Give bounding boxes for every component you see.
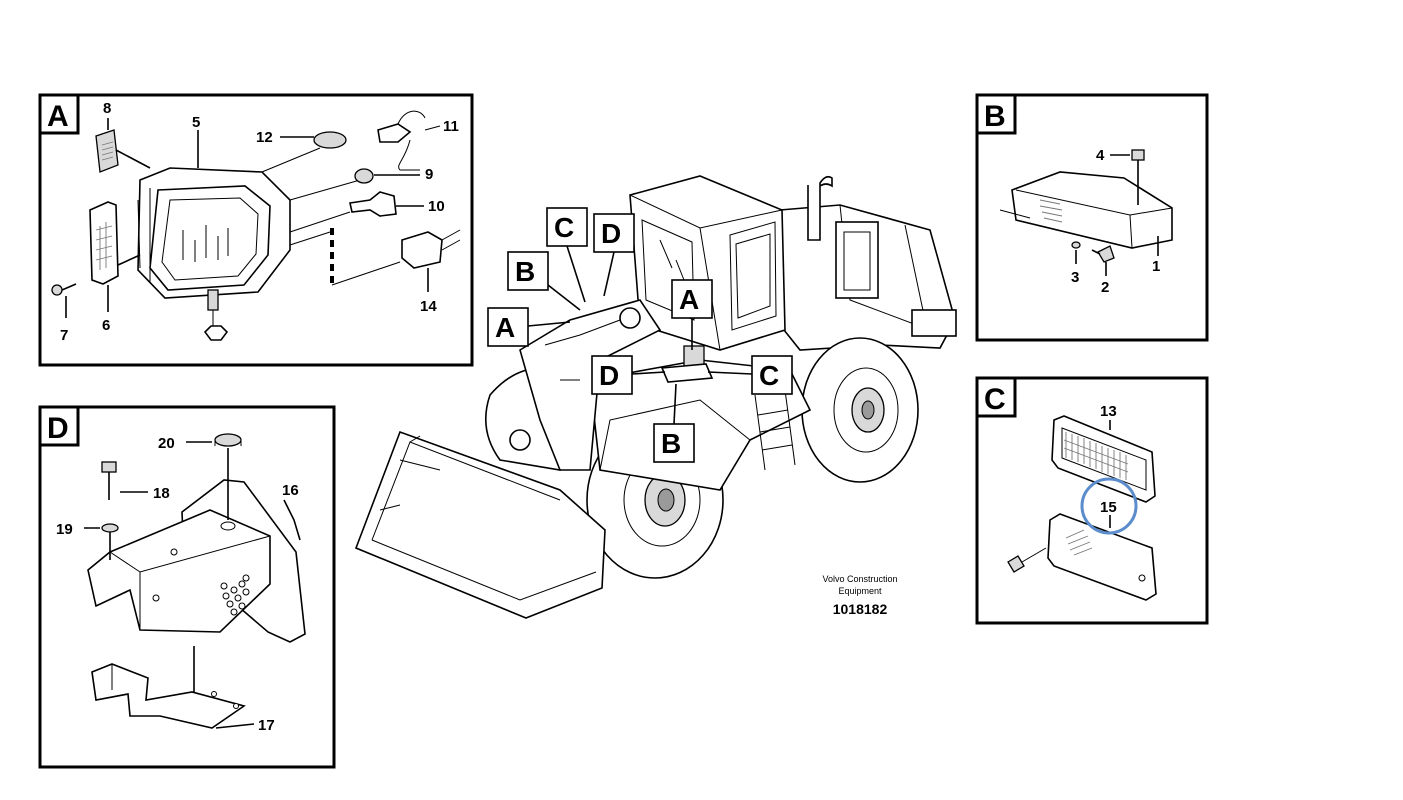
part-12-label: 12 (256, 129, 273, 146)
part-15-reflector (1047, 513, 1157, 601)
panel-d: D 16 20 18 19 (38, 405, 336, 769)
part-9-bulb (354, 168, 374, 184)
callout-box-c-lower (751, 355, 793, 395)
part-20-label: 20 (158, 435, 175, 452)
part-8-shape (95, 129, 119, 173)
part-11-label: 10 (428, 198, 445, 215)
part-10-label: 11 (443, 118, 459, 135)
panel-c-letter: C (984, 383, 1006, 416)
panel-c-label-box (975, 376, 1017, 418)
part-14-connector (401, 231, 443, 269)
callout-box-c-upper (546, 207, 588, 247)
part-screw-c (1007, 555, 1025, 573)
callout-b-upper: B (515, 256, 535, 287)
part-3-washer (1071, 241, 1081, 249)
callout-box-d-upper (593, 213, 635, 253)
panel-a-letter: A (47, 100, 69, 133)
part-1-label: 1 (1152, 258, 1160, 275)
part-5-label: 5 (192, 114, 200, 131)
part-6-label: 6 (102, 317, 110, 334)
part-14-label: 14 (420, 298, 437, 315)
part-17-bracket (91, 663, 246, 729)
panel-a-label-box (38, 93, 80, 135)
part-8-label: 8 (103, 100, 111, 117)
panel-b: B 4 1 2 3 (975, 93, 1209, 342)
part-4-nut (1131, 149, 1145, 161)
callout-box-b-upper (507, 251, 549, 291)
part-19-washer (101, 523, 119, 533)
bracket-shape (1011, 171, 1173, 249)
part-7-label: 7 (60, 327, 68, 344)
document-number: 1018182 (833, 601, 888, 617)
callout-a-upper: A (495, 312, 515, 343)
callout-a-lower: A (679, 284, 699, 315)
part-2-label: 2 (1101, 279, 1109, 296)
panel-c-frame (975, 376, 1209, 625)
caption-line-1: Volvo Construction (822, 574, 897, 584)
callout-box-a-upper (487, 307, 529, 347)
callout-box-b-lower (653, 423, 695, 463)
part-9-label: 9 (425, 166, 433, 183)
panel-d-label-box (38, 405, 80, 447)
part-15-label: 15 (1100, 499, 1117, 516)
callout-box-d-lower (591, 355, 633, 395)
caption: Volvo Construction Equipment 1018182 (822, 574, 897, 617)
wheel-loader-illustration (354, 175, 957, 619)
part-3-label: 3 (1071, 269, 1079, 286)
part-2-bolt (1097, 245, 1115, 263)
part-18-bolt (101, 461, 117, 473)
part-12-bulb (313, 131, 347, 149)
part-6-shape (89, 201, 119, 285)
callout-d-upper: D (601, 218, 621, 249)
part-16-label: 16 (282, 482, 299, 499)
callout-tags: A B C D A D C B (487, 207, 793, 463)
part-11-bulb (349, 191, 397, 217)
part-20-grommet (214, 433, 242, 447)
rear-wheel (801, 337, 919, 483)
part-18-label: 18 (153, 485, 170, 502)
part-19-label: 19 (56, 521, 73, 538)
panel-b-frame (975, 93, 1209, 342)
part-17-label: 17 (258, 717, 275, 734)
callout-c-lower: C (759, 360, 779, 391)
panel-b-label-box (975, 93, 1017, 135)
cover-box (87, 509, 271, 633)
panel-a: A 8 6 7 5 12 (38, 93, 474, 367)
panel-a-frame (38, 93, 474, 367)
panel-d-letter: D (47, 412, 69, 445)
vent-holes (220, 574, 250, 616)
work-light-housing (137, 167, 291, 341)
panel-b-letter: B (984, 100, 1006, 133)
callout-b-lower: B (661, 428, 681, 459)
part-13-reflector (1051, 415, 1156, 503)
callout-box-a-lower (671, 279, 713, 319)
panel-d-frame (38, 405, 336, 769)
part-15-highlight-ring (1080, 477, 1138, 535)
part-7-screw (51, 284, 63, 296)
part-10-lamp-socket (377, 123, 412, 143)
caption-line-2: Equipment (838, 586, 882, 596)
part-4-label: 4 (1096, 147, 1105, 164)
panel-c: C 13 15 (975, 376, 1209, 625)
part-13-label: 13 (1100, 403, 1117, 420)
callout-c-upper: C (554, 212, 574, 243)
callout-d-lower: D (599, 360, 619, 391)
bucket (354, 430, 606, 619)
